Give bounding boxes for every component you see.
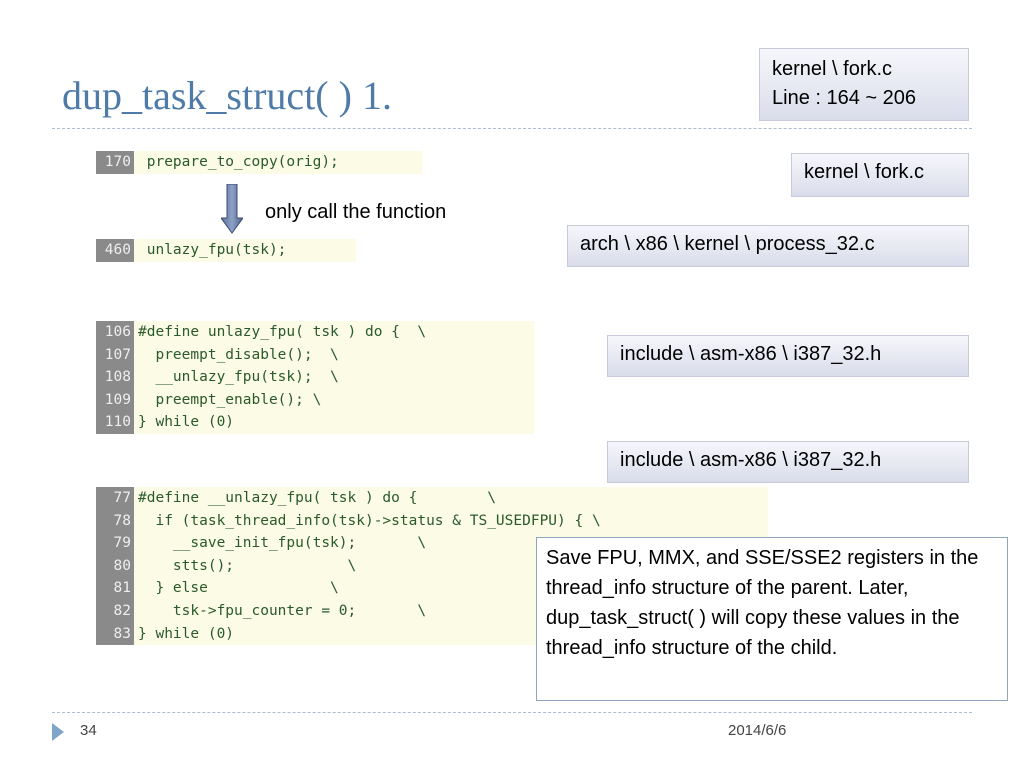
code-text: #define __unlazy_fpu( tsk ) do { \ — [138, 490, 496, 506]
code-line: 77#define __unlazy_fpu( tsk ) do { \ — [96, 487, 768, 510]
code-line: 109 preempt_enable(); \ — [96, 388, 534, 412]
code-snippet-3: 106#define unlazy_fpu( tsk ) do { \ 107 … — [96, 321, 534, 434]
code-text: } while (0) — [138, 414, 235, 431]
source-ref-lines: Line : 164 ~ 206 — [772, 87, 917, 109]
label-i387-b: include \ asm-x86 \ i387_32.h — [607, 441, 969, 483]
code-line: 78 if (task_thread_info(tsk)->status & T… — [96, 509, 768, 533]
label-process: arch \ x86 \ kernel \ process_32.c — [567, 225, 969, 267]
footer-divider — [52, 712, 972, 713]
source-ref-label: kernel \ fork.c Line : 164 ~ 206 — [759, 48, 969, 121]
line-number: 81 — [96, 577, 134, 600]
code-text: } else \ — [138, 580, 339, 597]
line-number: 77 — [96, 487, 134, 510]
code-text: stts(); \ — [138, 557, 357, 574]
description-box: Save FPU, MMX, and SSE/SSE2 registers in… — [536, 537, 1008, 701]
title-divider — [52, 128, 972, 129]
line-number: 79 — [96, 532, 134, 555]
line-number: 108 — [96, 366, 134, 389]
code-snippet-1: 170 prepare_to_copy(orig); — [96, 151, 422, 174]
code-line: 106#define unlazy_fpu( tsk ) do { \ — [96, 321, 534, 344]
code-line: 107 preempt_disable(); \ — [96, 343, 534, 367]
code-text: preempt_disable(); \ — [138, 346, 339, 363]
code-snippet-2: 460 unlazy_fpu(tsk); — [96, 239, 356, 262]
code-line: 108 __unlazy_fpu(tsk); \ — [96, 366, 534, 389]
label-i387-a: include \ asm-x86 \ i387_32.h — [607, 335, 969, 377]
down-arrow-icon — [221, 184, 243, 234]
line-number: 106 — [96, 321, 134, 344]
code-text: __save_init_fpu(tsk); \ — [138, 535, 427, 552]
line-number: 78 — [96, 509, 134, 533]
code-line: 83} while (0) — [96, 622, 768, 646]
code-line: 80 stts(); \ — [96, 554, 768, 578]
code-text: preempt_enable(); \ — [138, 391, 322, 408]
code-text: #define unlazy_fpu( tsk ) do { \ — [138, 324, 427, 340]
line-number: 107 — [96, 343, 134, 367]
label-fork: kernel \ fork.c — [791, 153, 969, 197]
code-text: } while (0) — [138, 625, 235, 642]
code-text: unlazy_fpu(tsk); — [138, 242, 287, 258]
line-number: 460 — [96, 239, 134, 262]
code-line: 82 tsk->fpu_counter = 0; \ — [96, 599, 768, 623]
code-text: __unlazy_fpu(tsk); \ — [138, 369, 339, 386]
slide-title: dup_task_struct( ) 1. — [62, 73, 392, 118]
code-line: 460 unlazy_fpu(tsk); — [96, 239, 356, 262]
line-number: 80 — [96, 554, 134, 578]
call-note: only call the function — [265, 201, 447, 223]
code-text: tsk->fpu_counter = 0; \ — [138, 602, 427, 619]
code-line: 81 } else \ — [96, 577, 768, 600]
code-line: 170 prepare_to_copy(orig); — [96, 151, 422, 174]
line-number: 110 — [96, 411, 134, 434]
line-number: 82 — [96, 599, 134, 623]
source-ref-file: kernel \ fork.c — [772, 58, 893, 80]
slide-date: 2014/6/6 — [728, 722, 787, 739]
code-text: prepare_to_copy(orig); — [138, 154, 339, 170]
triangle-bullet-icon — [52, 723, 64, 741]
page-number: 34 — [80, 722, 97, 739]
line-number: 83 — [96, 622, 134, 646]
line-number: 109 — [96, 388, 134, 412]
code-line: 79 __save_init_fpu(tsk); \ — [96, 532, 768, 555]
code-line: 110} while (0) — [96, 411, 534, 434]
code-text: if (task_thread_info(tsk)->status & TS_U… — [138, 512, 601, 529]
line-number: 170 — [96, 151, 134, 174]
